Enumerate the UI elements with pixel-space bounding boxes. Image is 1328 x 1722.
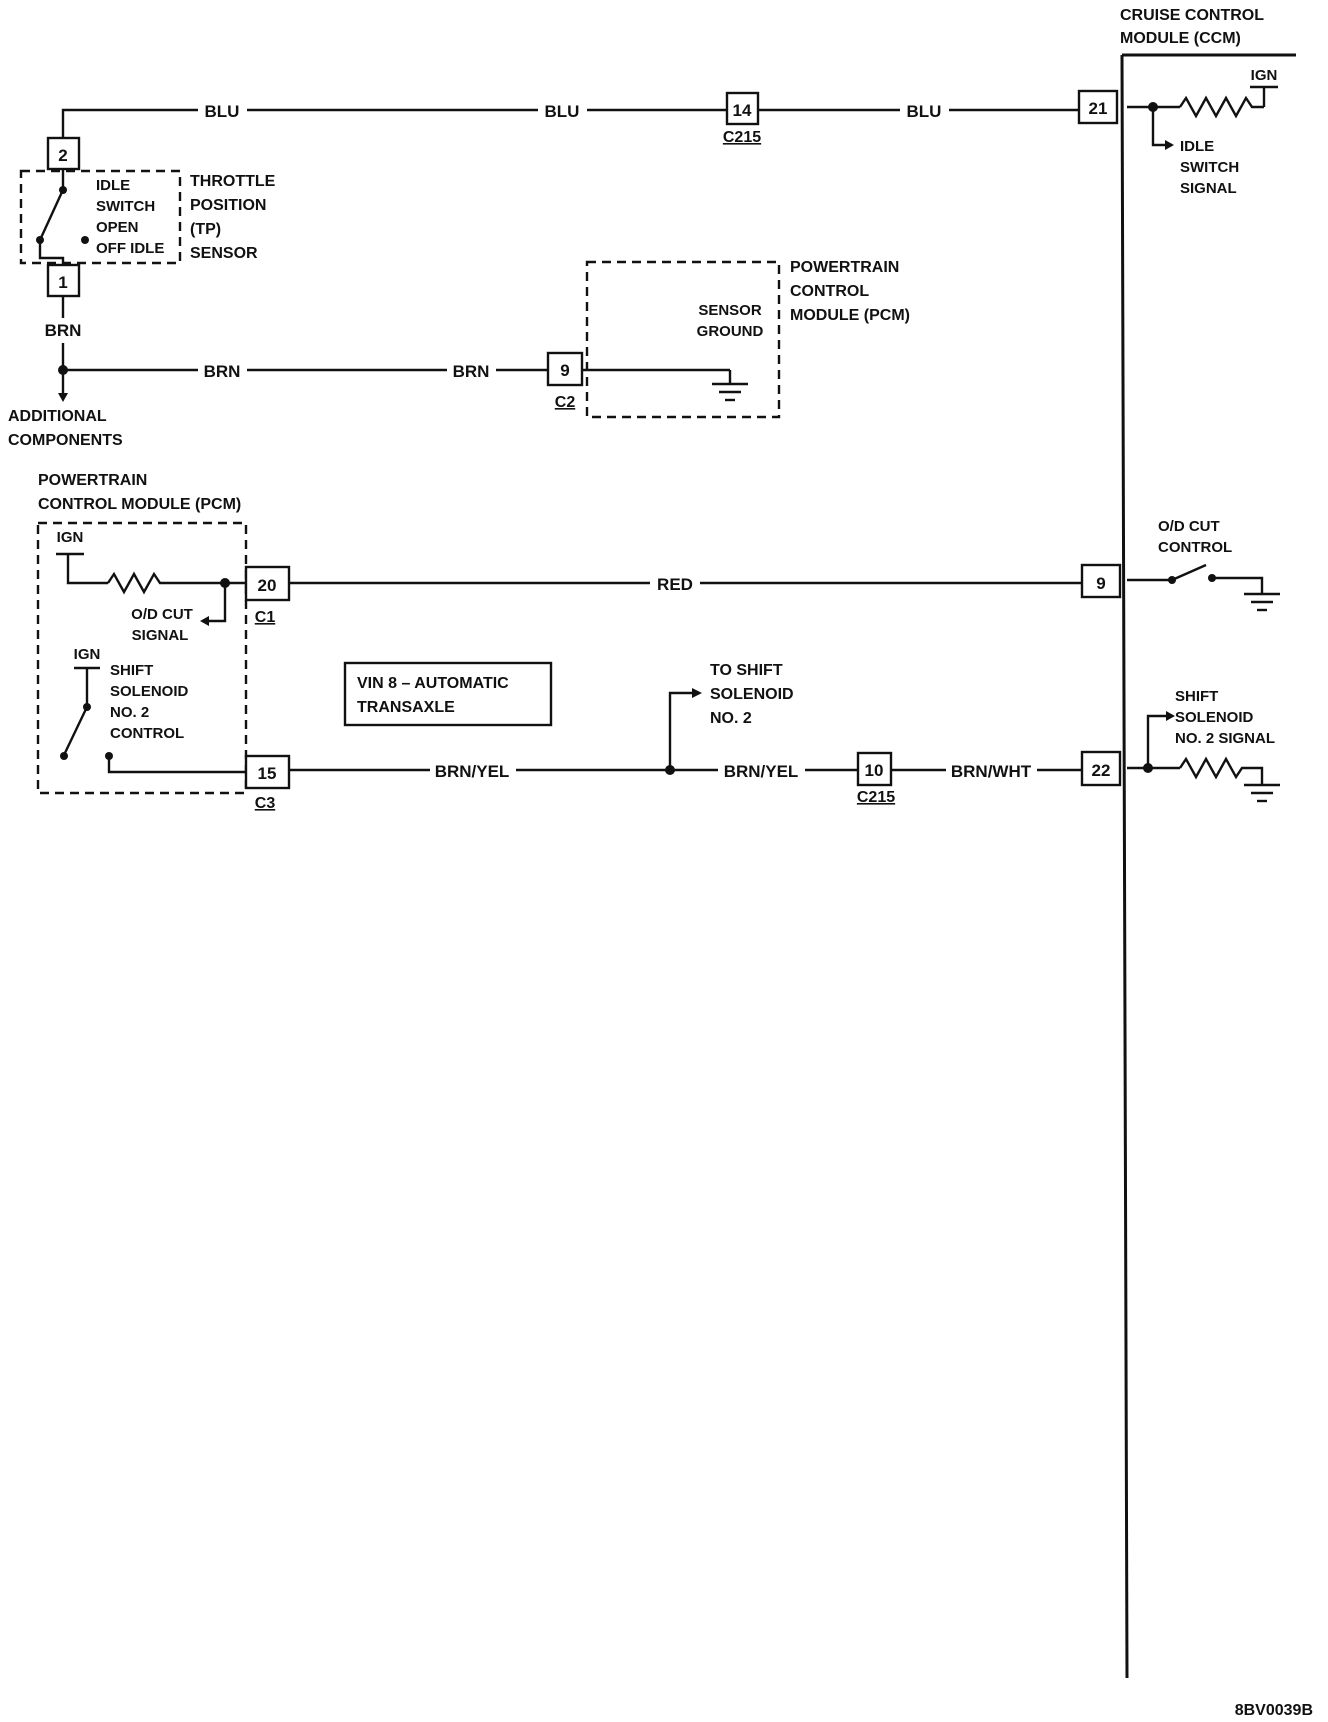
- pcm-lower-title: CONTROL MODULE (PCM): [38, 496, 241, 513]
- solenoid-resistor: [1179, 756, 1264, 785]
- pcm-name: CONTROL: [790, 283, 869, 300]
- c215-label: C215: [723, 129, 761, 146]
- figure-code: 8BV0039B: [1235, 1702, 1313, 1719]
- od-pullup-resistor: [107, 571, 225, 595]
- blu-circuit: BLU BLU 14 C215 BLU 21 IGN IDLE SWITCH S…: [61, 67, 1278, 197]
- ccm-title: MODULE (CCM): [1120, 30, 1241, 47]
- pcm-name: POWERTRAIN: [790, 259, 899, 276]
- ccm-pin-21: 21: [1089, 99, 1108, 118]
- pcm-pin-20: 20: [258, 576, 277, 595]
- c215-pin-14: 14: [733, 101, 752, 120]
- tp-pin-2: 2: [58, 146, 67, 165]
- pcm-sensor-ground-module: SENSOR GROUND POWERTRAIN CONTROL MODULE …: [582, 259, 910, 419]
- red-wire-label: RED: [657, 575, 693, 594]
- to-shift-solenoid: NO. 2: [710, 710, 752, 727]
- to-shift-solenoid: TO SHIFT: [710, 662, 783, 679]
- idle-switch-label: OPEN: [96, 219, 139, 236]
- pcm-ign-label-2: IGN: [74, 646, 101, 663]
- tp-sensor: 2 1 IDLE SWITCH OPEN OFF IDLE THROTTLE P…: [19, 136, 276, 298]
- pcm-lower-title: POWERTRAIN: [38, 472, 147, 489]
- shift-solenoid-control: NO. 2: [110, 704, 149, 721]
- ccm-pin-9: 9: [1096, 574, 1105, 593]
- shift-solenoid-signal: SOLENOID: [1175, 709, 1254, 726]
- tp-sensor-name: POSITION: [190, 197, 266, 214]
- tp-sensor-name: (TP): [190, 221, 221, 238]
- od-cut-signal: O/D CUT: [131, 606, 193, 623]
- brn-yel-wire-label: BRN/YEL: [435, 762, 510, 781]
- vin-note: VIN 8 – AUTOMATIC TRANSAXLE: [343, 661, 553, 727]
- od-cut-signal: SIGNAL: [132, 627, 189, 644]
- idle-switch-label: OFF IDLE: [96, 240, 164, 257]
- sensor-ground-label: SENSOR: [698, 302, 762, 319]
- ccm-pin-22: 22: [1092, 761, 1111, 780]
- blu-wire-label: BLU: [907, 102, 942, 121]
- pcm-pin-15: 15: [258, 764, 277, 783]
- pcm-outline: [585, 260, 781, 419]
- ccm-title: CRUISE CONTROL: [1120, 7, 1264, 24]
- c215-pin-10: 10: [865, 761, 884, 780]
- tp-sensor-name: THROTTLE: [190, 173, 276, 190]
- tp-sensor-outline: [19, 169, 182, 265]
- sensor-ground-label: GROUND: [697, 323, 764, 340]
- od-cut-control: CONTROL: [1158, 539, 1232, 556]
- pcm-connector-c2: C2: [555, 394, 576, 411]
- idle-switch-signal: IDLE: [1180, 138, 1214, 155]
- brn-yel-wire-label: BRN/YEL: [724, 762, 799, 781]
- vin-note-text: VIN 8 – AUTOMATIC: [357, 675, 509, 692]
- od-cut-control: O/D CUT: [1158, 518, 1220, 535]
- shift-solenoid-signal: SHIFT: [1175, 688, 1218, 705]
- idle-switch-label: SWITCH: [96, 198, 155, 215]
- pcm-ign-label: IGN: [57, 529, 84, 546]
- shift-solenoid-control: CONTROL: [110, 725, 184, 742]
- cruise-control-module: CRUISE CONTROL MODULE (CCM): [1120, 7, 1296, 1679]
- pcm-pin-9: 9: [560, 361, 569, 380]
- to-shift-solenoid: SOLENOID: [710, 686, 794, 703]
- tp-pin-1: 1: [58, 273, 67, 292]
- shift-switch-blade: [62, 708, 88, 756]
- idle-switch-blade: [38, 191, 64, 241]
- brn-circuit: BRN BRN BRN 9 C2 ADDITIONAL COMPONENTS: [8, 296, 584, 449]
- brn-vertical-label: BRN: [45, 321, 82, 340]
- pcm-connector-c1: C1: [255, 609, 276, 626]
- tp-sensor-name: SENSOR: [190, 245, 258, 262]
- shift-solenoid-control: SOLENOID: [110, 683, 189, 700]
- pcm-connector-c3: C3: [255, 795, 276, 812]
- pullup-resistor: [1179, 95, 1264, 119]
- red-circuit: RED 9 O/D CUT CONTROL: [289, 518, 1280, 612]
- idle-switch-signal: SWITCH: [1180, 159, 1239, 176]
- idle-switch-signal: SIGNAL: [1180, 180, 1237, 197]
- blu-wire-label: BLU: [545, 102, 580, 121]
- pcm-lower-module: POWERTRAIN CONTROL MODULE (PCM) IGN O/D …: [36, 472, 291, 812]
- additional-components: ADDITIONAL: [8, 408, 107, 425]
- brn-wire-label: BRN: [204, 362, 241, 381]
- ccm-ign-label: IGN: [1251, 67, 1278, 84]
- pcm-name: MODULE (PCM): [790, 307, 910, 324]
- shift-solenoid-signal: NO. 2 SIGNAL: [1175, 730, 1275, 747]
- c215-label-2: C215: [857, 789, 895, 806]
- brn-wire-label: BRN: [453, 362, 490, 381]
- vin-note-box: [343, 661, 553, 727]
- vin-note-text: TRANSAXLE: [357, 699, 455, 716]
- od-cut-switch: [1171, 563, 1207, 582]
- shift-solenoid-control: SHIFT: [110, 662, 153, 679]
- blu-wire-label: BLU: [205, 102, 240, 121]
- shift-circuit: BRN/YEL TO SHIFT SOLENOID NO. 2 BRN/YEL …: [289, 662, 1280, 806]
- ccm-boundary-line: [1120, 54, 1129, 1679]
- additional-components: COMPONENTS: [8, 432, 123, 449]
- brn-wht-wire-label: BRN/WHT: [951, 762, 1032, 781]
- idle-switch-label: IDLE: [96, 177, 130, 194]
